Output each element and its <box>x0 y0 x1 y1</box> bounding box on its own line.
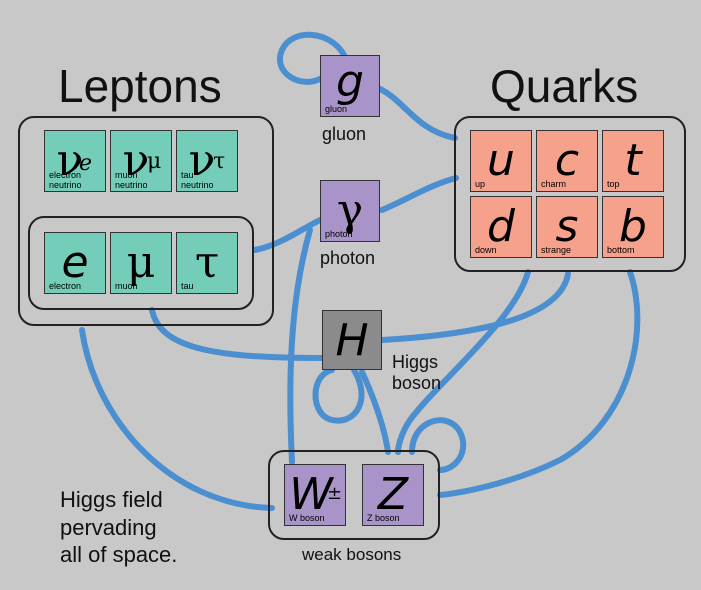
caption-line: electron <box>49 170 82 180</box>
down-quark-cell: d down <box>470 196 532 258</box>
charged-leptons-group <box>28 216 254 310</box>
w-symbol: W <box>289 469 333 520</box>
note-line: all of space. <box>60 542 178 567</box>
weak-self-loop <box>409 417 467 473</box>
weak-bosons-group <box>268 450 440 540</box>
photon-cell: γ photon <box>320 180 380 242</box>
top-symbol: t <box>624 135 642 186</box>
electron-neutrino-cell: ν e electron neutrino <box>44 130 106 192</box>
muon-symbol: μ <box>126 237 156 288</box>
electron-symbol: e <box>61 237 89 288</box>
leptons-title: Leptons <box>58 60 222 112</box>
cell-caption: W boson <box>289 513 325 523</box>
cell-caption: top <box>607 179 620 189</box>
w-boson-cell: W ± W boson <box>284 464 346 526</box>
leptons-group <box>18 116 274 326</box>
higgs-field-note: Higgs field pervading all of space. <box>60 486 177 569</box>
z-symbol: Z <box>377 469 409 520</box>
nu-subscript: μ <box>147 149 162 174</box>
higgs-symbol: H <box>335 315 369 366</box>
photon-symbol: γ <box>336 185 364 236</box>
muon-neutrino-cell: ν μ muon neutrino <box>110 130 172 192</box>
cell-caption: charm <box>541 179 567 189</box>
cell-caption: electron <box>49 281 82 291</box>
cell-caption: tau <box>181 281 194 291</box>
w-charge: ± <box>327 483 343 504</box>
charm-quark-cell: c charm <box>536 130 598 192</box>
photon-label: photon <box>320 248 376 268</box>
up-symbol: u <box>487 135 515 186</box>
bottom-quark-cell: b bottom <box>602 196 664 258</box>
nu-subscript: e <box>79 151 93 176</box>
cell-caption: up <box>475 179 486 189</box>
cell-caption: down <box>475 245 497 255</box>
charm-symbol: c <box>554 135 580 186</box>
nu-symbol: ν <box>122 135 150 186</box>
gluon-quark-link <box>375 85 458 141</box>
cell-caption: strange <box>541 245 572 255</box>
quark-z-link <box>437 269 641 498</box>
strange-symbol: s <box>555 201 579 252</box>
cell-caption: muon neutrino <box>115 170 148 190</box>
down-symbol: d <box>487 201 515 252</box>
gluon-symbol: g <box>336 56 364 107</box>
higgs-self-loop <box>312 367 365 424</box>
higgs-label: Higgs boson <box>392 352 441 393</box>
caption-line: neutrino <box>115 180 148 190</box>
cell-caption: muon <box>115 281 138 291</box>
higgs-cell: H <box>322 310 382 370</box>
tau-neutrino-cell: ν τ tau neutrino <box>176 130 238 192</box>
tau-symbol: τ <box>194 237 220 288</box>
photon-quark-link <box>379 175 459 213</box>
weak-bosons-label: weak bosons <box>302 545 402 564</box>
muon-cell: μ muon <box>110 232 172 294</box>
higgs-quark-link <box>379 271 571 343</box>
lepton-w-link <box>79 327 275 511</box>
strange-quark-cell: s strange <box>536 196 598 258</box>
gluon-cell: g gluon <box>320 55 380 117</box>
cell-caption: bottom <box>607 245 635 255</box>
tau-cell: τ tau <box>176 232 238 294</box>
photon-lepton-link <box>252 217 323 253</box>
quarks-title: Quarks <box>490 60 639 112</box>
lepton-higgs-link <box>149 307 325 361</box>
photon-w-link <box>287 227 313 465</box>
cell-caption: electron neutrino <box>49 170 82 190</box>
cell-caption: photon <box>325 229 353 239</box>
higgs-label-line: boson <box>392 372 442 393</box>
gluon-self-loop <box>277 31 347 85</box>
nu-subscript: τ <box>213 149 226 174</box>
note-line: Higgs field <box>60 487 163 512</box>
nu-symbol: ν <box>188 135 216 186</box>
higgs-label-line: Higgs <box>392 352 439 372</box>
caption-line: tau <box>181 170 194 180</box>
caption-line: neutrino <box>49 180 82 190</box>
top-quark-cell: t top <box>602 130 664 192</box>
gluon-label: gluon <box>322 124 367 144</box>
caption-line: neutrino <box>181 180 214 190</box>
cell-caption: tau neutrino <box>181 170 214 190</box>
caption-line: muon <box>115 170 138 180</box>
higgs-weak-link <box>359 369 391 455</box>
cell-caption: gluon <box>325 104 348 114</box>
z-boson-cell: Z Z boson <box>362 464 424 526</box>
electron-cell: e electron <box>44 232 106 294</box>
quark-w-link <box>395 269 531 455</box>
quarks-group <box>454 116 686 272</box>
bottom-symbol: b <box>619 201 647 252</box>
cell-caption: Z boson <box>367 513 400 523</box>
up-quark-cell: u up <box>470 130 532 192</box>
nu-symbol: ν <box>56 135 84 186</box>
note-line: pervading <box>60 514 157 540</box>
